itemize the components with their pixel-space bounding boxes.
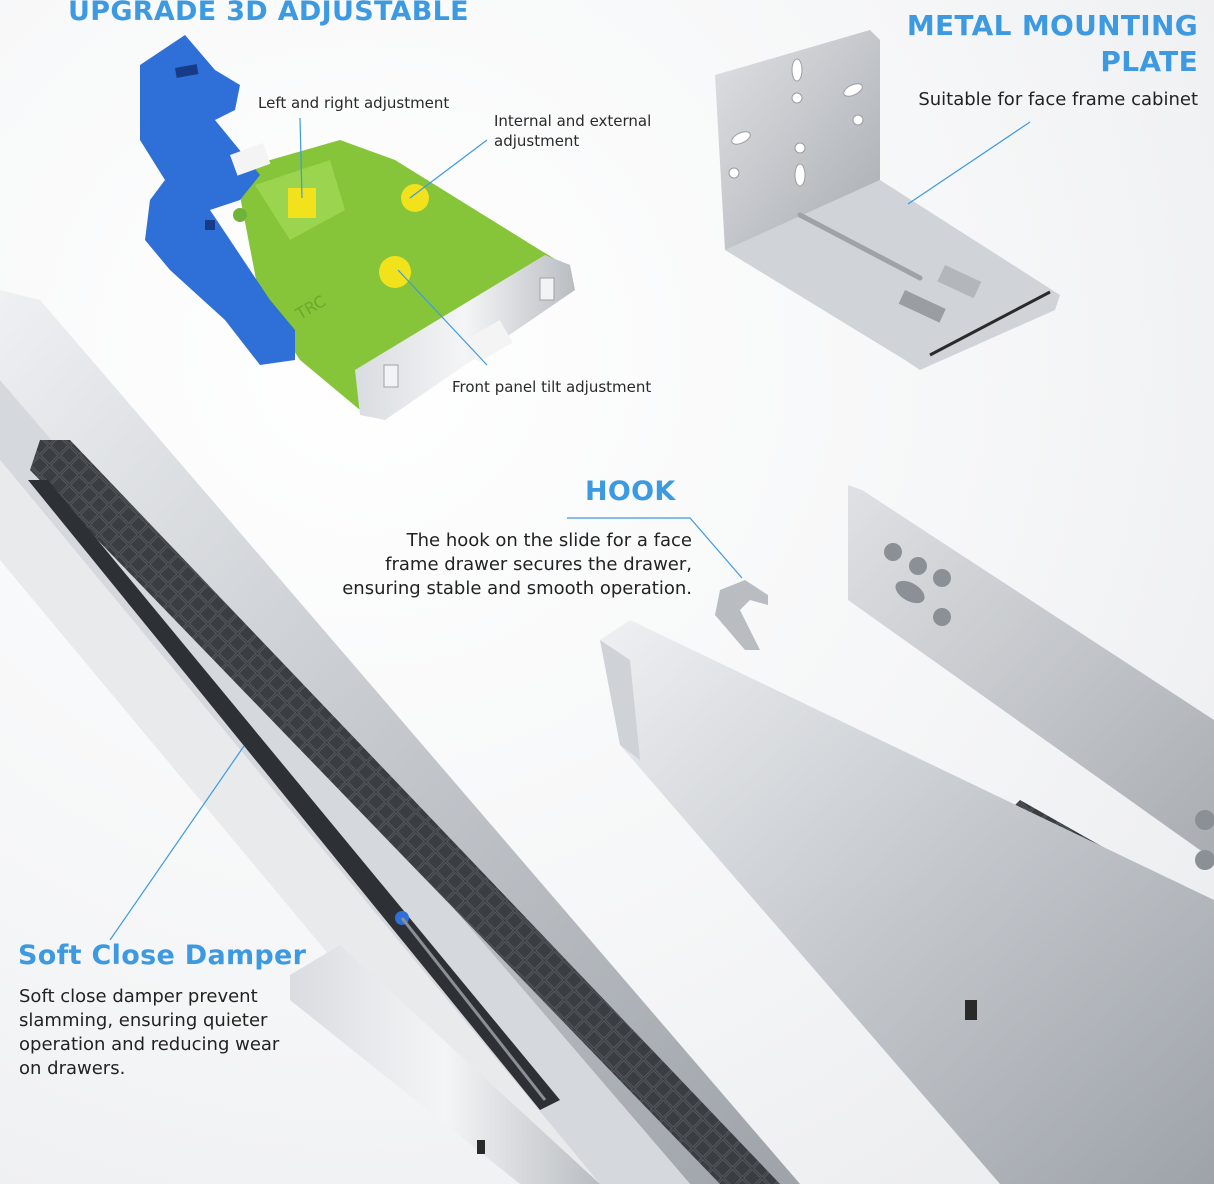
damper-title: Soft Close Damper: [18, 940, 307, 971]
damper-description: Soft close damper prevent slamming, ensu…: [19, 986, 280, 1079]
mounting-plate-illustration: [715, 30, 1060, 370]
mounting-plate-description: Suitable for face frame cabinet: [918, 89, 1198, 110]
internal-external-adjustment-label: Internal and external adjustment: [494, 112, 652, 150]
hook-title: HOOK: [585, 476, 676, 507]
left-right-adjustment-label: Left and right adjustment: [258, 94, 450, 112]
adjustable-clip-illustration: TRC: [140, 35, 575, 420]
front-panel-tilt-label: Front panel tilt adjustment: [452, 378, 652, 396]
hook-slide-illustration: [600, 485, 1214, 1184]
hook-description: The hook on the slide for a face frame d…: [342, 530, 692, 599]
mounting-plate-title: METAL MOUNTING PLATE: [906, 9, 1198, 78]
adjustable-title: UPGRADE 3D ADJUSTABLE: [68, 0, 469, 27]
callout-leaders: [109, 117, 1031, 941]
soft-close-slide-illustration: [0, 290, 800, 1184]
